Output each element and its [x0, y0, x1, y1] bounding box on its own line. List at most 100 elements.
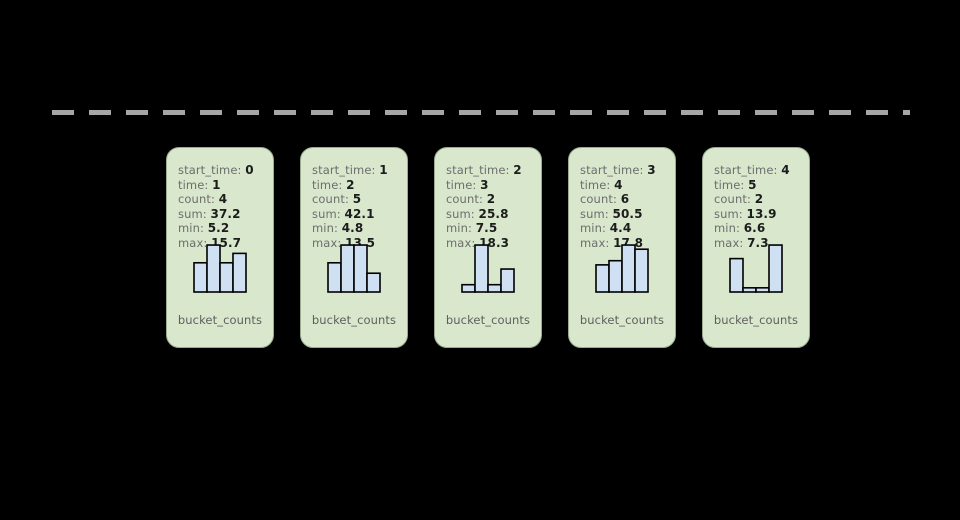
field-value: 50.5: [612, 206, 643, 221]
field-label: time:: [714, 177, 745, 192]
field-value: 5.2: [207, 221, 230, 236]
field-label: min:: [580, 221, 606, 236]
field-value: 25.8: [478, 206, 509, 221]
histogram-bar: [474, 244, 489, 293]
histogram-bar: [366, 272, 381, 293]
field-row: start_time: 2: [446, 163, 541, 178]
field-value: 2: [346, 177, 355, 192]
field-row: min: 4.8: [312, 221, 407, 236]
bucket-counts-label: bucket_counts: [445, 313, 531, 327]
field-label: time:: [178, 177, 209, 192]
field-label: start_time:: [446, 163, 510, 177]
field-label: max:: [580, 235, 610, 250]
bucket-counts-label: bucket_counts: [713, 313, 799, 327]
field-label: max:: [312, 235, 342, 250]
histogram-bar: [232, 252, 247, 293]
time-axis-dashed-line: [52, 110, 910, 115]
field-label: max:: [178, 235, 208, 250]
field-row: min: 5.2: [178, 221, 273, 236]
field-value: 2: [513, 163, 522, 177]
field-row: sum: 50.5: [580, 207, 675, 222]
field-value: 2: [486, 192, 496, 207]
field-row: sum: 37.2: [178, 207, 273, 222]
histogram-bar: [755, 287, 770, 293]
field-label: sum:: [178, 206, 207, 221]
field-value: 4.4: [609, 221, 632, 236]
bucket-counts-histogram: [703, 243, 809, 301]
field-row: time: 1: [178, 178, 273, 193]
field-label: start_time:: [312, 163, 376, 177]
histogram-bar: [768, 244, 783, 293]
field-value: 1: [212, 177, 221, 192]
field-row: count: 2: [446, 192, 541, 207]
bucket-counts-label: bucket_counts: [579, 313, 665, 327]
field-value: 5: [352, 192, 362, 207]
field-row: start_time: 3: [580, 163, 675, 178]
histogram-bar: [206, 244, 221, 293]
histogram-bar: [595, 264, 610, 293]
bucket-counts-histogram: [569, 243, 675, 301]
histogram-bar: [500, 268, 515, 293]
field-value: 5: [748, 177, 757, 192]
field-label: min:: [714, 221, 740, 236]
field-value: 0: [245, 163, 254, 177]
histogram-bar: [327, 261, 342, 293]
field-value: 3: [647, 163, 656, 177]
field-label: sum:: [580, 206, 609, 221]
field-row: start_time: 4: [714, 163, 809, 178]
field-label: start_time:: [580, 163, 644, 177]
field-label: min:: [178, 221, 204, 236]
bucket-counts-histogram: [435, 243, 541, 301]
histogram-bar: [621, 244, 636, 293]
field-label: start_time:: [178, 163, 242, 177]
field-label: max:: [446, 235, 476, 250]
field-row: start_time: 0: [178, 163, 273, 178]
histogram-bar: [742, 287, 757, 293]
field-row: max: 7.3: [714, 236, 809, 251]
field-row: min: 7.5: [446, 221, 541, 236]
field-label: time:: [312, 177, 343, 192]
histogram-bar: [340, 244, 355, 293]
histogram-bar: [487, 283, 502, 293]
field-label: count:: [178, 192, 215, 207]
field-row: count: 6: [580, 192, 675, 207]
field-row: start_time: 1: [312, 163, 407, 178]
field-label: count:: [446, 192, 483, 207]
field-label: time:: [446, 177, 477, 192]
field-value: 7.3: [747, 235, 769, 250]
histogram-bar: [219, 261, 234, 293]
field-value: 4: [781, 163, 790, 177]
field-row: time: 5: [714, 178, 809, 193]
field-row: sum: 13.9: [714, 207, 809, 222]
histogram-bar: [353, 244, 368, 293]
field-label: sum:: [714, 206, 743, 221]
field-value: 3: [480, 177, 489, 192]
field-label: min:: [446, 221, 472, 236]
histogram-bar: [461, 283, 476, 293]
bucket-counts-label: bucket_counts: [311, 313, 397, 327]
field-row: time: 4: [580, 178, 675, 193]
histogram-bar: [608, 259, 623, 293]
field-value: 37.2: [210, 206, 241, 221]
field-row: time: 3: [446, 178, 541, 193]
bucket-counts-label: bucket_counts: [177, 313, 263, 327]
field-value: 4: [218, 192, 228, 207]
field-value: 6: [620, 192, 630, 207]
histogram-bar: [634, 248, 649, 293]
field-value: 4: [614, 177, 623, 192]
field-label: count:: [580, 192, 617, 207]
field-label: min:: [312, 221, 338, 236]
field-label: max:: [714, 235, 744, 250]
field-value: 2: [754, 192, 764, 207]
field-label: sum:: [446, 206, 475, 221]
field-label: sum:: [312, 206, 341, 221]
